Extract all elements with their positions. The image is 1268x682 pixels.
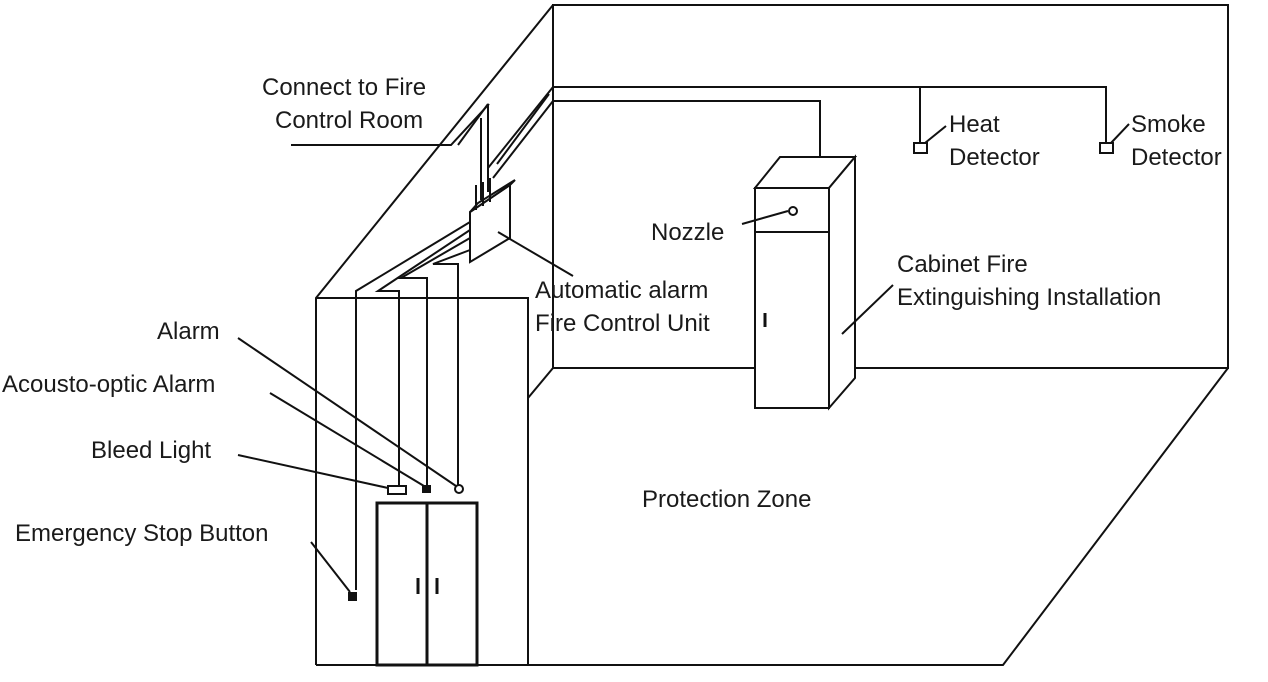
cable-to-smoke — [553, 87, 1106, 143]
nozzle-icon — [789, 207, 797, 215]
cable-b — [493, 101, 553, 178]
leader-stop — [311, 542, 350, 592]
label-acousto-optic-alarm: Acousto-optic Alarm — [2, 371, 216, 398]
label-smoke-detector: Smoke Detector — [1131, 108, 1222, 174]
label-alarm-unit-line2: Fire Control Unit — [535, 310, 710, 337]
leader-alarm — [238, 338, 456, 486]
label-heat-line2: Detector — [949, 144, 1040, 171]
drop-acousto — [401, 238, 470, 485]
leader-heat — [925, 126, 946, 143]
label-protection-zone: Protection Zone — [642, 486, 812, 513]
leader-nozzle — [742, 211, 788, 224]
leader-bleed — [238, 455, 388, 488]
leader-cabinet — [842, 285, 893, 334]
cabinet-side — [828, 154, 856, 411]
back-wall — [553, 5, 1228, 368]
label-heat-line1: Heat — [949, 111, 1000, 138]
heat-detector-icon — [914, 143, 927, 153]
alarm-icon — [455, 485, 463, 493]
emergency-stop-button-icon — [348, 592, 357, 601]
label-alarm-unit-line1: Automatic alarm — [535, 277, 709, 304]
label-smoke-line2: Detector — [1131, 144, 1222, 171]
cabinet-front — [755, 188, 829, 408]
label-heat-detector: Heat Detector — [949, 108, 1040, 174]
leader-smoke — [1111, 124, 1129, 143]
label-bleed-light: Bleed Light — [91, 437, 212, 464]
drop-bleed — [378, 230, 470, 485]
drop-alarm — [433, 250, 470, 485]
label-emergency-stop-button: Emergency Stop Button — [15, 520, 269, 547]
smoke-detector-icon — [1100, 143, 1113, 153]
label-alarm: Alarm — [157, 318, 220, 345]
label-connect-line2: Control Room — [275, 107, 424, 134]
leader-acousto — [270, 393, 424, 486]
bleed-light-icon — [388, 486, 406, 494]
cable-a — [488, 87, 553, 168]
cable-to-cabinet — [553, 101, 820, 157]
label-cabinet-fire-extinguishing: Cabinet Fire Extinguishing Installation — [897, 248, 1161, 314]
label-cabinet-line1: Cabinet Fire — [897, 251, 1028, 278]
cable-c — [497, 94, 549, 164]
leader-alarm-unit — [498, 232, 573, 276]
label-cabinet-line2: Extinguishing Installation — [897, 284, 1162, 311]
left-wall-floor-edge — [528, 368, 553, 398]
label-connect-fire-control-room: Connect to Fire Control Room — [262, 71, 426, 137]
label-automatic-alarm-unit: Automatic alarm Fire Control Unit — [535, 274, 710, 340]
label-nozzle: Nozzle — [651, 219, 725, 246]
label-smoke-line1: Smoke — [1131, 111, 1206, 138]
cable-to-heat — [553, 87, 920, 143]
leader-connect — [291, 104, 489, 145]
acousto-optic-alarm-icon — [422, 485, 431, 493]
label-connect-line1: Connect to Fire — [262, 74, 427, 101]
floor — [528, 368, 1228, 665]
drop-stop — [356, 222, 470, 590]
